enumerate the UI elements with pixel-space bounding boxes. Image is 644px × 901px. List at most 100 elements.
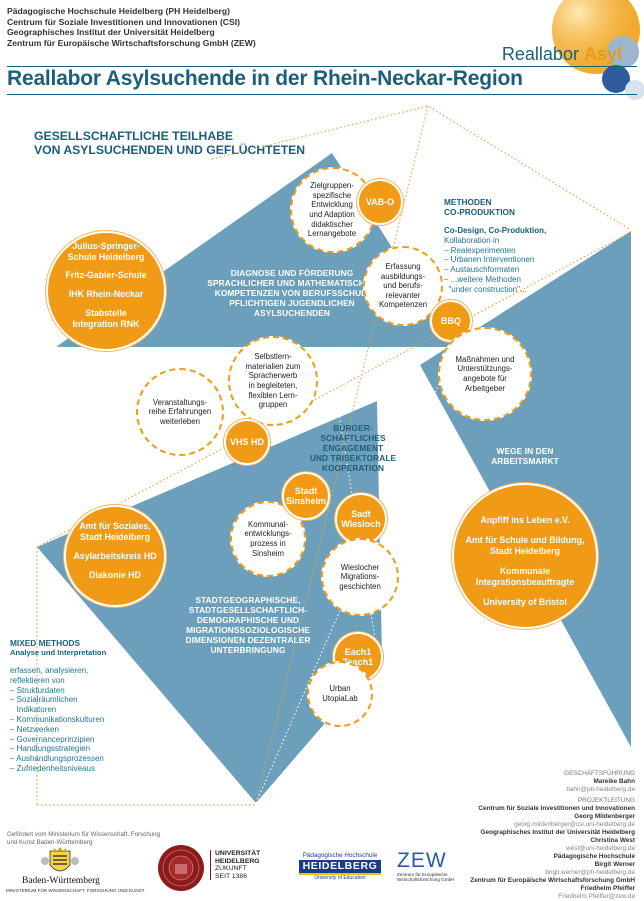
label-line: ARBEITSMARKT bbox=[491, 456, 559, 466]
desc-line: Migrations- bbox=[340, 572, 380, 582]
institution-list: Pädagogische Hochschule Heidelberg (PH H… bbox=[7, 6, 256, 48]
node-label: Teach1 bbox=[342, 657, 374, 667]
mixed-line: reflektieren von bbox=[10, 675, 65, 685]
desc-line: Kompetenzen bbox=[378, 300, 428, 310]
vabo-description: Zielgruppen- spezifische Entwicklung und… bbox=[290, 167, 376, 253]
desc-line: prozess in bbox=[250, 539, 286, 548]
mixed-line: erfassen, analysieren, bbox=[10, 666, 89, 675]
mixed-line: – Netzwerken bbox=[10, 724, 59, 734]
methods-line: Kollaboration in bbox=[444, 235, 500, 245]
label-line: WEGE IN DEN bbox=[496, 446, 554, 456]
credit-email: georg.mildenberger@csi.uni-heidelberg.de bbox=[514, 821, 635, 828]
credit-name: Birgit Werner bbox=[594, 861, 635, 868]
desc-line: flexiblen Lern- bbox=[248, 390, 298, 400]
methods-line: – Realexperimenten bbox=[444, 245, 516, 255]
brand-accent: Asyl bbox=[583, 44, 622, 64]
bw-ministry: MINISTERIUM FÜR WISSENSCHAFT, FORSCHUNG … bbox=[6, 888, 145, 893]
heading-line: METHODEN bbox=[444, 197, 492, 207]
partner-name: Fritz-Gabler-Schule bbox=[65, 270, 147, 280]
partner-name: Diakonie HD bbox=[89, 570, 141, 580]
dotted-outline-upper bbox=[211, 105, 632, 231]
triangle-bottom-label: STADTGEOGRAPHISCHE, STADTGESELLSCHAFTLIC… bbox=[168, 595, 328, 655]
credit-email: Friedhelm.Pfeiffer@zew.de bbox=[558, 893, 635, 900]
label-line: DEMOGRAPHISCHE UND bbox=[196, 615, 300, 625]
desc-line: Selbstlern- bbox=[254, 352, 292, 362]
node-label: Each1 bbox=[344, 646, 372, 657]
label-line: STADTGEOGRAPHISCHE, bbox=[195, 595, 301, 605]
desc-line: didaktischer bbox=[311, 219, 353, 229]
brand-main: Reallabor bbox=[501, 44, 579, 64]
node-label: BBQ bbox=[441, 315, 461, 326]
desc-line: Arbeitgeber bbox=[464, 383, 506, 393]
credit-institution: Centrum für Soziale Investitionen und In… bbox=[478, 805, 635, 812]
uni-heidelberg-seal-icon bbox=[158, 845, 204, 891]
desc-line: entwicklungs- bbox=[244, 529, 292, 539]
methods-text: Co-Design, Co-Produktion, Kollaboration … bbox=[444, 226, 574, 295]
heading-line: Analyse und Interpretation bbox=[10, 648, 107, 657]
credit-email: birgit.werner@ph-heidelberg.de bbox=[545, 869, 635, 876]
mixed-line: – Zufriedenheitsniveaus bbox=[10, 763, 95, 773]
partner-name: IHK Rhein-Neckar bbox=[68, 289, 144, 299]
partner-circle-top-left: Julius-Springer-Schule Heidelberg Fritz-… bbox=[48, 233, 164, 349]
methods-line: Co-Design, Co-Produktion, bbox=[444, 226, 547, 235]
credit-email: bahn@ph-heidelberg.de bbox=[566, 786, 635, 793]
partner-name: Asylarbeitskreis HD bbox=[73, 551, 157, 561]
ph-underline bbox=[299, 873, 381, 875]
desc-line: spezifische bbox=[312, 190, 352, 200]
uni-line: ZUKUNFT bbox=[215, 865, 247, 873]
zew-line: Zentrum für Europäische bbox=[397, 872, 448, 877]
zew-logo: ZEW Zentrum für Europäische Wirtschaftsf… bbox=[397, 849, 457, 883]
desc-line: reihe Erfahrungen bbox=[148, 407, 212, 417]
inner-dotted-line bbox=[55, 346, 421, 366]
label-line: BÜRGER- bbox=[333, 423, 373, 433]
zew-line: Wirtschaftsforschung GmbH bbox=[397, 877, 455, 882]
desc-line: Wieslocher bbox=[340, 562, 380, 572]
label-line: KOMPETENZEN VON BERUFSSCHUL- bbox=[214, 288, 370, 298]
uni-heidelberg-wordmark: UNIVERSITÄT HEIDELBERG ZUKUNFT SEIT 1386 bbox=[210, 850, 260, 881]
label-line: MIGRATIONSSOZIOLOGISCHE bbox=[186, 625, 310, 635]
partner-circle-bottom-left: Amt für Soziales, Stadt Heidelberg Asyla… bbox=[66, 507, 164, 605]
desc-line: ausbildungs- bbox=[380, 271, 426, 281]
wiesloch-description: Wieslocher Migrations- geschichten bbox=[321, 538, 399, 616]
funding-line: Gefördert vom Ministerium für Wissenscha… bbox=[7, 831, 161, 838]
ph-line: Pädagogische Hochschule bbox=[302, 852, 378, 859]
label-line: SCHAFTLICHES bbox=[320, 433, 386, 443]
node-label: Stadt bbox=[294, 485, 318, 496]
triangle-top-label: DIAGNOSE UND FÖRDERUNG SPRACHLICHER UND … bbox=[192, 268, 392, 318]
vhs-node: VHS HD bbox=[224, 419, 270, 465]
mixed-line: Indikatoren bbox=[10, 705, 57, 715]
uni-line: HEIDELBERG bbox=[215, 857, 260, 865]
mixed-line: – Handlungsstrategien bbox=[10, 744, 91, 754]
desc-line: weiterleben bbox=[160, 416, 200, 426]
label-line: UNTERBRINGUNG bbox=[210, 645, 286, 655]
methods-line: "under construction"... bbox=[444, 284, 527, 294]
methods-line: – Austauschformaten bbox=[444, 265, 520, 275]
methods-line: – ...weitere Methoden bbox=[444, 274, 521, 284]
node-label: Wiesloch bbox=[341, 519, 381, 529]
desc-line: angebote für bbox=[463, 374, 507, 383]
mixed-line: – Kommunikationskulturen bbox=[10, 714, 105, 724]
methods-co-production-block: METHODEN CO-PRODUKTION Co-Design, Co-Pro… bbox=[444, 197, 574, 295]
label-line: ENGAGEMENT bbox=[322, 443, 384, 453]
reallabor-logo-graphic bbox=[552, 0, 644, 100]
credit-caption: GESCHÄFTSFÜHRUNG bbox=[563, 770, 635, 777]
mixed-line: – Strukturdaten bbox=[10, 685, 65, 695]
credit-institution: Zentrum für Europäische Wirtschaftsforsc… bbox=[470, 877, 635, 884]
label-line: DIMENSIONEN DEZENTRALER bbox=[185, 635, 311, 645]
sinsheim-node: Stadt Sinsheim bbox=[282, 472, 330, 520]
desc-line: Lernangebote bbox=[307, 229, 357, 239]
triangle-right-label: WEGE IN DEN ARBEITSMARKT bbox=[480, 446, 570, 466]
methods-heading: METHODEN CO-PRODUKTION bbox=[444, 197, 574, 217]
desc-line: Erfassung bbox=[385, 262, 421, 272]
desc-line: Maßnahmen und bbox=[455, 354, 515, 364]
zew-wordmark: ZEW bbox=[397, 849, 447, 872]
desc-line: Entwicklung bbox=[311, 200, 353, 210]
bbq-description-top: Erfassung ausbildungs- und berufs- relev… bbox=[363, 246, 443, 326]
each1teach1-description: Urban UtopiaLab bbox=[307, 661, 373, 727]
label-line: UND TRISEKTORALE bbox=[309, 453, 397, 463]
vhs-description-left: Veranstaltungs- reihe Erfahrungen weiter… bbox=[136, 368, 224, 456]
credit-institution: Pädagogische Hochschule bbox=[553, 853, 635, 860]
bw-wordmark: Baden-Württemberg bbox=[22, 876, 100, 886]
subtitle-line: GESELLSCHAFTLICHE TEILHABE bbox=[34, 129, 234, 143]
desc-line: und berufs- bbox=[383, 281, 423, 291]
